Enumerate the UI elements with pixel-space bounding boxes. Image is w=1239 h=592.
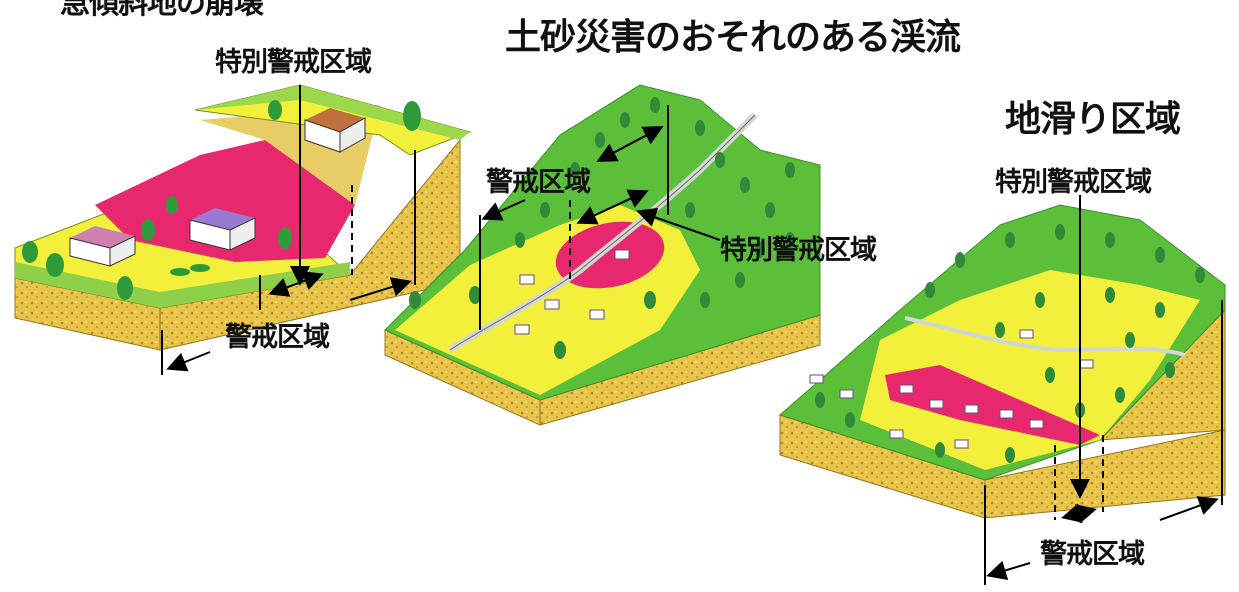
- house-icons: [809, 329, 1094, 449]
- tree-icons: [22, 100, 421, 300]
- landslide-diagram-title: 地滑り区域: [1005, 99, 1181, 140]
- house-icon: [69, 226, 136, 267]
- warning-zone-yellow: [860, 270, 1200, 470]
- tree-icons: [815, 224, 1205, 463]
- steep-slope-diagram: [14, 84, 472, 375]
- special-warning-zone-label: 特別警戒区域: [995, 167, 1152, 198]
- stream-diagram: [384, 84, 821, 426]
- special-warning-zone-label: 特別警戒区域: [720, 235, 877, 266]
- house-icon: [304, 108, 366, 153]
- warning-zone-label: 警戒区域: [225, 322, 330, 353]
- cliff-diagram-title: 急傾斜地の崩壊: [60, 0, 264, 21]
- special-zone-red: [885, 365, 1100, 445]
- house-icons: [514, 249, 630, 335]
- house-icon: [189, 208, 256, 251]
- stream-diagram-title: 土砂災害のおそれのある渓流: [505, 17, 961, 58]
- special-warning-zone-label: 特別警戒区域: [215, 47, 372, 78]
- warning-zone-label: 警戒区域: [1040, 539, 1145, 570]
- landslide-diagram: [779, 195, 1226, 585]
- warning-zone-label: 警戒区域: [486, 167, 591, 198]
- tree-icons: [409, 97, 795, 359]
